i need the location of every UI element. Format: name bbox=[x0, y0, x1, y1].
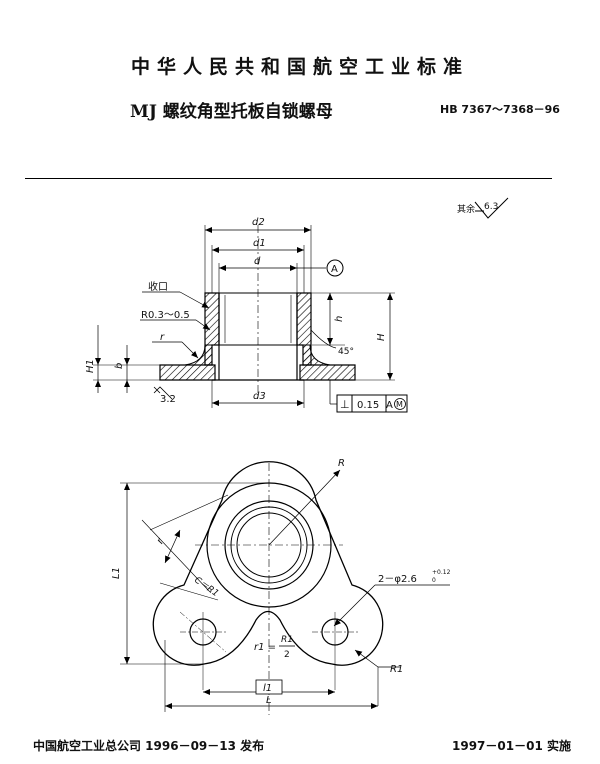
chamfer-label: C＝R1 bbox=[192, 575, 220, 599]
technical-drawing: 其余 6.3 d2 d1 bbox=[85, 197, 509, 715]
header-rule bbox=[25, 178, 552, 179]
dim-h1-label: H1 bbox=[85, 359, 96, 373]
r-label: r bbox=[160, 332, 165, 343]
roughness-label: 其余 bbox=[457, 203, 475, 215]
tol-value: 0.15 bbox=[357, 400, 379, 411]
document-title: MJ 螺纹角型托板自锁螺母 bbox=[130, 102, 333, 122]
dim-L1-label: L1 bbox=[111, 567, 122, 579]
tol-symbol: ⊥ bbox=[340, 398, 350, 411]
roughness-symbol: 其余 6.3 bbox=[457, 197, 509, 219]
roughness-value: 6.3 bbox=[484, 202, 498, 212]
dim-d2-label: d2 bbox=[252, 217, 265, 228]
section-view: d2 d1 d A 收口 R0.3～0.5 r H1 b bbox=[85, 217, 408, 413]
crimp-label: 收口 bbox=[148, 280, 168, 293]
hole-tol-lower: 0 bbox=[432, 577, 436, 584]
dim-d3-label: d3 bbox=[253, 391, 266, 402]
issue-info: 中国航空工业总公司 1996－09－13 发布 bbox=[33, 739, 265, 753]
r1-formula-den: 2 bbox=[284, 650, 290, 660]
plan-view: R r C＝R1 L1 2－φ2.6 +0.12 0 r1 = R1 2 R1 bbox=[111, 458, 451, 715]
standard-number: HB 7367～7368－96 bbox=[440, 103, 560, 116]
dim-R-label: R bbox=[338, 458, 345, 469]
angle-label: 45° bbox=[338, 347, 354, 357]
radius-label: R0.3～0.5 bbox=[141, 310, 190, 321]
dim-b-label: b bbox=[114, 363, 125, 369]
dim-H-label: H bbox=[376, 333, 387, 341]
dim-l1-label: l1 bbox=[263, 683, 272, 694]
datum-a-label: A bbox=[331, 264, 338, 275]
tol-modifier: M bbox=[396, 400, 403, 409]
dim-d1-label: d1 bbox=[253, 238, 266, 249]
r1-formula-lhs: r1 = bbox=[254, 642, 276, 653]
r1-formula-num: R1 bbox=[281, 635, 293, 645]
dim-L-label: L bbox=[266, 695, 272, 706]
hole-tol-upper: +0.12 bbox=[432, 569, 451, 576]
dim-d-label: d bbox=[254, 256, 261, 267]
dim-h-label: h bbox=[334, 316, 345, 322]
dim-r-label: r bbox=[155, 536, 167, 546]
standard-title: 中华人民共和国航空工业标准 bbox=[130, 56, 469, 78]
hole-callout-prefix: 2－φ2.6 bbox=[378, 574, 417, 585]
roughness-3-2: 3.2 bbox=[160, 394, 176, 405]
tol-datum: A bbox=[386, 400, 393, 411]
dim-R1-label: R1 bbox=[390, 664, 403, 675]
effective-date: 1997－01－01 实施 bbox=[452, 739, 571, 753]
